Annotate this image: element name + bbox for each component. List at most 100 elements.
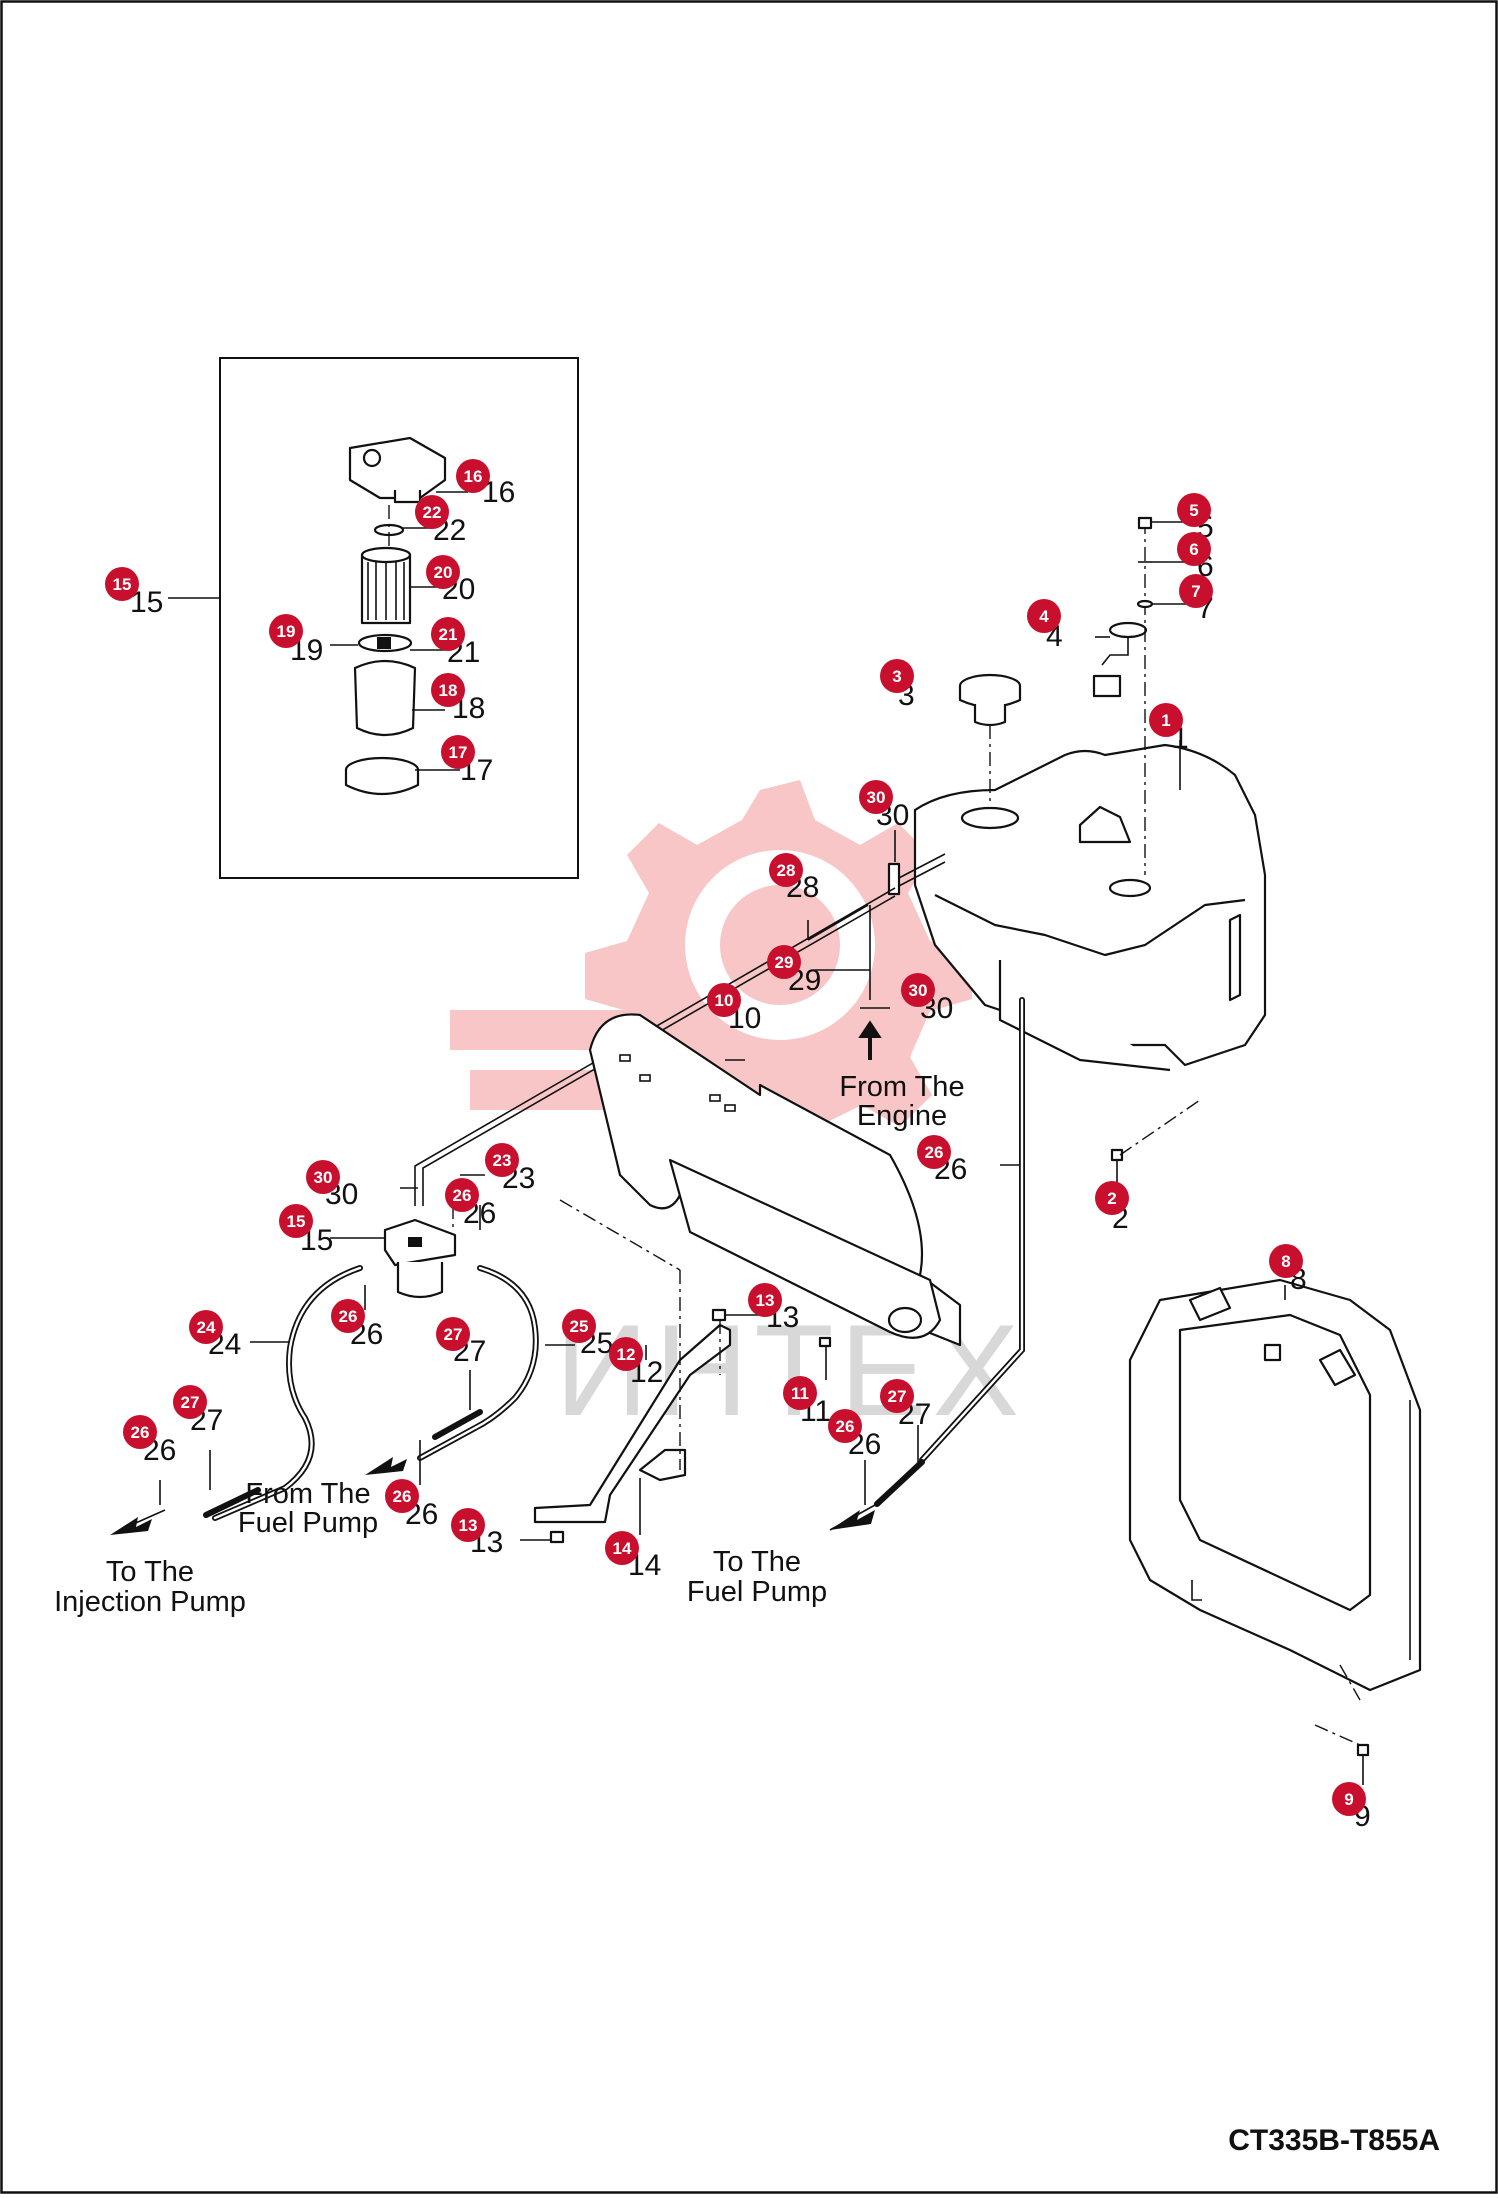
bracket-14 xyxy=(638,1448,687,1482)
callout-badge-label: 27 xyxy=(888,1387,907,1406)
callout-badge-label: 13 xyxy=(756,1291,775,1310)
callout-badge-label: 22 xyxy=(423,503,442,522)
callout-badge-label: 13 xyxy=(459,1516,478,1535)
callout-badge-label: 14 xyxy=(613,1539,632,1558)
callout-badge-label: 8 xyxy=(1281,1252,1290,1271)
callout-badge-15[interactable]: 15 xyxy=(105,567,139,601)
callout-badge-label: 16 xyxy=(464,467,483,486)
fuel-level-sender xyxy=(1092,621,1148,698)
bolt-13b xyxy=(549,1530,565,1544)
callout-badge-label: 7 xyxy=(1191,582,1200,601)
fuel-line-main xyxy=(414,887,896,1206)
caption-to-fuel-pump-line2: Fuel Pump xyxy=(687,1576,827,1608)
callout-badge-4[interactable]: 4 xyxy=(1027,599,1061,633)
callout-badge-26d[interactable]: 26 xyxy=(828,1409,862,1443)
callout-badge-label: 26 xyxy=(836,1417,855,1436)
part-label-layer: 1515161622222020191921211818171755667744… xyxy=(105,459,1371,1833)
fuel-filter-assembly xyxy=(383,1218,457,1299)
drawing-code: CT335B-T855A xyxy=(1228,2124,1440,2157)
callout-badge-15b[interactable]: 15 xyxy=(279,1204,313,1238)
callout-badge-26c[interactable]: 26 xyxy=(331,1299,365,1333)
callout-badge-label: 24 xyxy=(197,1318,216,1337)
callout-badge-23[interactable]: 23 xyxy=(485,1143,519,1177)
arrow-from-fuel-pump xyxy=(365,1457,407,1475)
callout-badge-26f[interactable]: 26 xyxy=(385,1479,419,1513)
callout-badge-2[interactable]: 2 xyxy=(1095,1181,1129,1215)
callout-badge-1[interactable]: 1 xyxy=(1149,703,1183,737)
callout-badge-14[interactable]: 14 xyxy=(605,1531,639,1565)
callout-badge-25[interactable]: 25 xyxy=(562,1309,596,1343)
callout-badge-label: 30 xyxy=(314,1168,333,1187)
filter-inset-box xyxy=(219,357,579,879)
fuel-tank xyxy=(913,743,1267,1072)
callout-badge-16[interactable]: 16 xyxy=(456,459,490,493)
gasket-7 xyxy=(1136,599,1154,609)
callout-badge-27b[interactable]: 27 xyxy=(436,1317,470,1351)
callout-badge-30b[interactable]: 30 xyxy=(901,973,935,1007)
caption-from-engine-line2: Engine xyxy=(857,1100,947,1132)
callout-badge-label: 25 xyxy=(570,1317,589,1336)
callout-badge-label: 21 xyxy=(439,625,458,644)
callout-badge-30a[interactable]: 30 xyxy=(859,780,893,814)
callout-badge-label: 3 xyxy=(892,667,901,686)
callout-badge-22[interactable]: 22 xyxy=(415,495,449,529)
callout-badge-label: 17 xyxy=(449,743,468,762)
callout-badge-19[interactable]: 19 xyxy=(269,614,303,648)
caption-to-fuel-pump-line1: To The xyxy=(713,1546,801,1578)
callout-badge-label: 2 xyxy=(1107,1189,1116,1208)
callout-badge-12[interactable]: 12 xyxy=(609,1337,643,1371)
callout-badge-label: 19 xyxy=(277,622,296,641)
callout-badge-13a[interactable]: 13 xyxy=(748,1283,782,1317)
callout-badge-30c[interactable]: 30 xyxy=(306,1160,340,1194)
filter-head xyxy=(348,436,447,504)
callout-badge-26b[interactable]: 26 xyxy=(445,1178,479,1212)
callout-badge-27a[interactable]: 27 xyxy=(173,1385,207,1419)
callout-badge-13b[interactable]: 13 xyxy=(451,1508,485,1542)
callout-badge-label: 23 xyxy=(493,1151,512,1170)
callout-badge-label: 30 xyxy=(909,981,928,1000)
callout-badge-label: 1 xyxy=(1161,711,1170,730)
callout-badge-7[interactable]: 7 xyxy=(1179,574,1213,608)
arrow-to-injection-pump xyxy=(110,1517,152,1535)
callout-badge-label: 26 xyxy=(131,1423,150,1442)
callout-badge-24[interactable]: 24 xyxy=(189,1310,223,1344)
callout-badge-20[interactable]: 20 xyxy=(426,555,460,589)
callout-badge-29[interactable]: 29 xyxy=(767,945,801,979)
callout-badge-label: 5 xyxy=(1189,501,1198,520)
mounting-bracket-10 xyxy=(588,1013,962,1347)
bolt-11 xyxy=(818,1336,832,1348)
callout-badge-label: 28 xyxy=(777,861,796,880)
callout-badge-8[interactable]: 8 xyxy=(1269,1244,1303,1278)
callout-badge-21[interactable]: 21 xyxy=(431,617,465,651)
callout-badge-label: 10 xyxy=(715,991,734,1010)
hose-27-right xyxy=(874,1459,925,1507)
callout-badge-label: 12 xyxy=(617,1345,636,1364)
caption-from-fuel-pump-line2: Fuel Pump xyxy=(238,1507,378,1539)
callout-badge-label: 9 xyxy=(1344,1790,1353,1809)
callout-badge-28[interactable]: 28 xyxy=(769,853,803,887)
callout-badge-label: 29 xyxy=(775,953,794,972)
callout-badge-label: 11 xyxy=(791,1384,809,1403)
hose-27-left xyxy=(203,1487,261,1518)
caption-to-injection-pump-line2: Injection Pump xyxy=(54,1586,246,1618)
callout-badge-5[interactable]: 5 xyxy=(1177,493,1211,527)
callout-badge-6[interactable]: 6 xyxy=(1177,532,1211,566)
hose-27-mid xyxy=(432,1409,483,1440)
callout-badge-10[interactable]: 10 xyxy=(707,983,741,1017)
callout-badge-11[interactable]: 11 xyxy=(783,1376,817,1410)
callout-badge-label: 6 xyxy=(1189,540,1198,559)
callout-badge-18[interactable]: 18 xyxy=(431,673,465,707)
callout-badge-27c[interactable]: 27 xyxy=(880,1379,914,1413)
callout-badge-17[interactable]: 17 xyxy=(441,735,475,769)
callout-badge-label: 15 xyxy=(113,575,132,594)
filter-element xyxy=(360,546,412,625)
callout-badge-26a[interactable]: 26 xyxy=(917,1135,951,1169)
callout-badge-26e[interactable]: 26 xyxy=(123,1415,157,1449)
callout-badge-3[interactable]: 3 xyxy=(880,659,914,693)
callout-badge-label: 26 xyxy=(393,1487,412,1506)
callout-badge-9[interactable]: 9 xyxy=(1332,1782,1366,1816)
callout-badge-label: 26 xyxy=(925,1143,944,1162)
